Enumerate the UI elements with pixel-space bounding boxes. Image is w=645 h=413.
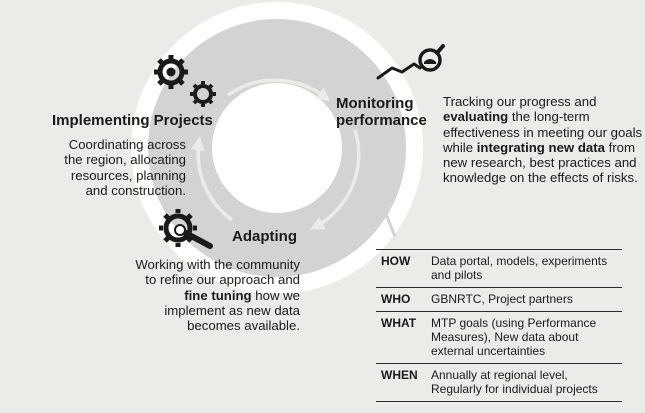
gear-wrench-icon [159,209,213,249]
cycle-arrows-icon [190,78,361,230]
monitoring-desc-bold: integrating new data [476,139,605,155]
adapting-description: Working with the community to refine our… [130,257,300,333]
adapting-desc-text: how we implement as new data becomes ava… [164,287,300,334]
table-row: WHO GBNRTC, Project partners [376,287,622,312]
monitoring-description: Tracking our progress and evaluating the… [443,94,643,186]
trend-magnifier-icon [376,44,445,80]
gears-icon [154,55,216,107]
implementing-desc-line: and construction. [85,182,186,198]
row-value: GBNRTC, Project partners [431,292,573,306]
flow-arrow [360,124,401,248]
table-row: HOW Data portal, models, experiments and… [376,249,622,288]
monitoring-desc-text: the long-term effectiveness in meeting o… [443,109,643,155]
table-row: WHEN Annually at regional level, Regular… [376,363,622,402]
implementing-description: Coordinating across the region, allocati… [4,137,186,198]
monitoring-desc-text: Tracking our progress and [443,94,597,109]
implementing-desc-line: resources, planning [70,167,186,183]
monitoring-title-line: Monitoring [336,95,414,112]
adapting-desc-bold: fine tuning [184,287,252,303]
monitoring-title-line: performance [336,112,427,129]
row-key: HOW [381,254,411,268]
row-value: Data portal, models, experiments and pil… [431,254,608,282]
row-key: WHAT [381,316,417,330]
implementing-desc-line: the region, allocating [64,152,186,168]
adapting-desc-text: Working with the community to refine our… [135,257,300,288]
monitoring-desc-text: from new research, best practices and kn… [443,139,638,186]
cycle-ring [148,19,406,277]
monitoring-desc-bold: evaluating [443,109,509,125]
monitoring-title: Monitoring performance [336,95,446,129]
row-value: Annually at regional level, Regularly fo… [431,368,598,396]
table-row: WHAT MTP goals (using Performance Measur… [376,311,622,364]
row-key: WHO [381,292,411,306]
info-table: HOW Data portal, models, experiments and… [376,249,622,402]
implementing-title: Implementing Projects [52,112,213,129]
adapting-title: Adapting [232,228,297,245]
implementing-desc-line: Coordinating across [68,137,186,152]
row-value: MTP goals (using Performance Measures), … [431,316,597,358]
row-key: WHEN [381,368,418,382]
